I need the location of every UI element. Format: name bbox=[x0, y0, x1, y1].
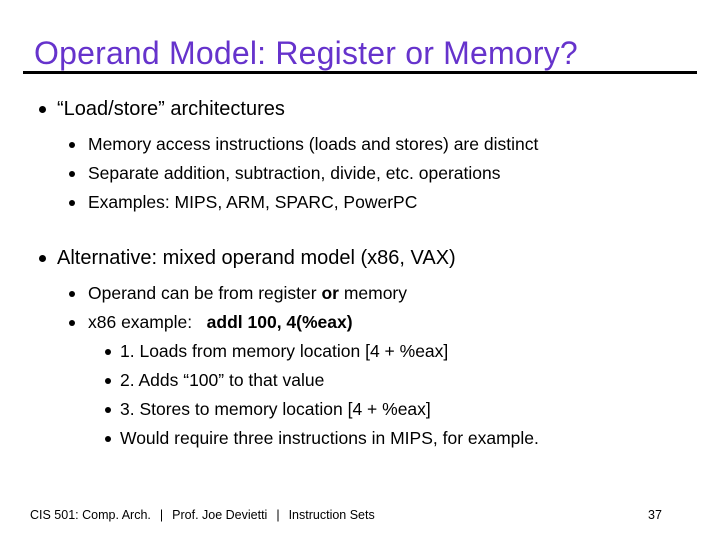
bullet-line: Memory access instructions (loads and st… bbox=[0, 130, 720, 159]
title-underline bbox=[23, 71, 697, 74]
text-segment: Would require three instructions in MIPS… bbox=[120, 428, 539, 448]
text-segment: 2. Adds “100” to that value bbox=[120, 370, 325, 390]
footer-separator: | bbox=[159, 508, 164, 522]
footer-professor: Prof. Joe Devietti bbox=[172, 508, 268, 522]
bullet-icon bbox=[69, 142, 75, 148]
bullet-line: “Load/store” architectures bbox=[0, 95, 720, 123]
text-segment: x86 example: bbox=[88, 312, 207, 332]
text-segment: Alternative: mixed operand model (x86, V… bbox=[57, 247, 456, 269]
bullet-text: “Load/store” architectures bbox=[57, 98, 285, 120]
bullet-icon bbox=[105, 349, 111, 355]
footer-deck: Instruction Sets bbox=[288, 508, 375, 522]
bullet-icon bbox=[105, 436, 111, 442]
bullet-icon bbox=[39, 255, 46, 262]
bullet-icon bbox=[69, 200, 75, 206]
bullet-text: 1. Loads from memory location [4 + %eax] bbox=[120, 341, 448, 361]
bullet-line: 2. Adds “100” to that value bbox=[0, 366, 720, 395]
footer-course: CIS 501: Comp. Arch. bbox=[30, 508, 151, 522]
bullet-text: Memory access instructions (loads and st… bbox=[88, 134, 538, 154]
bullet-text: Examples: MIPS, ARM, SPARC, PowerPC bbox=[88, 192, 417, 212]
bullet-text: Alternative: mixed operand model (x86, V… bbox=[57, 247, 456, 269]
slide-title: Operand Model: Register or Memory? bbox=[34, 35, 578, 71]
text-segment: Examples: MIPS, ARM, SPARC, PowerPC bbox=[88, 192, 418, 212]
bullet-icon bbox=[39, 106, 46, 113]
bullet-line: 3. Stores to memory location [4 + %eax] bbox=[0, 395, 720, 424]
bullet-line: 1. Loads from memory location [4 + %eax] bbox=[0, 337, 720, 366]
bullet-line: Operand can be from register or memory bbox=[0, 279, 720, 308]
text-segment: Memory access instructions (loads and st… bbox=[88, 134, 539, 154]
bullet-text: Operand can be from register or memory bbox=[88, 283, 407, 303]
bold-text-segment: addl 100, 4(%eax) bbox=[206, 312, 353, 332]
text-segment: Separate addition, subtraction, divide, … bbox=[88, 163, 501, 183]
page-number: 37 bbox=[648, 508, 662, 522]
bullet-icon bbox=[105, 407, 111, 413]
text-segment: memory bbox=[338, 283, 408, 303]
text-segment: “Load/store” architectures bbox=[57, 98, 285, 120]
bullet-icon bbox=[69, 291, 75, 297]
bullet-text: 3. Stores to memory location [4 + %eax] bbox=[120, 399, 431, 419]
bullet-text: x86 example: addl 100, 4(%eax) bbox=[88, 312, 353, 332]
bullet-line: Would require three instructions in MIPS… bbox=[0, 424, 720, 453]
bullet-line: Alternative: mixed operand model (x86, V… bbox=[0, 244, 720, 272]
bullet-icon bbox=[105, 378, 111, 384]
bullet-text: Separate addition, subtraction, divide, … bbox=[88, 163, 500, 183]
bullet-text: 2. Adds “100” to that value bbox=[120, 370, 324, 390]
text-segment: Operand can be from register bbox=[88, 283, 322, 303]
bullet-icon bbox=[69, 171, 75, 177]
text-segment: 1. Loads from memory location [4 + %eax] bbox=[120, 341, 449, 361]
bullet-line: Separate addition, subtraction, divide, … bbox=[0, 159, 720, 188]
bold-text-segment: or bbox=[321, 283, 339, 303]
footer-separator: | bbox=[276, 508, 280, 522]
bullet-line: Examples: MIPS, ARM, SPARC, PowerPC bbox=[0, 188, 720, 217]
bullet-icon bbox=[69, 320, 75, 326]
footer: CIS 501: Comp. Arch. | Prof. Joe Devietti |… bbox=[30, 507, 375, 523]
bullet-text: Would require three instructions in MIPS… bbox=[120, 428, 539, 448]
bullet-line: x86 example: addl 100, 4(%eax) bbox=[0, 308, 720, 337]
text-segment: 3. Stores to memory location [4 + %eax] bbox=[120, 399, 431, 419]
